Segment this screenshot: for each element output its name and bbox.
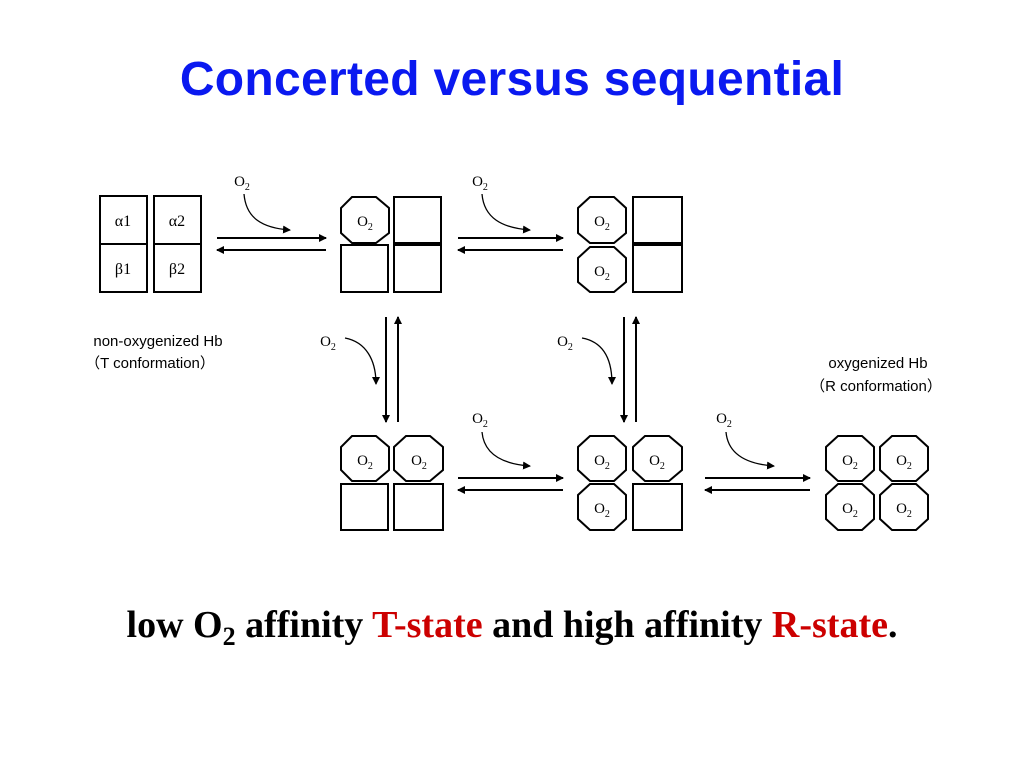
caption-t-state: T-state (372, 604, 483, 646)
caption-r-state: R-state (771, 604, 888, 646)
subunit-alpha1: α1 (115, 213, 131, 230)
o2-free-label: O2 (472, 174, 488, 193)
o2-free-label: O2 (557, 334, 573, 353)
o2-bound-label: O2 (842, 501, 858, 520)
o2-bound-label: O2 (896, 453, 912, 472)
slide-title: Concerted versus sequential (179, 53, 845, 106)
caption-part1: low O (126, 604, 223, 646)
o2-bound-label: O2 (594, 214, 610, 233)
o2-bound-label: O2 (411, 453, 427, 472)
caption-part3: and high affinity (482, 604, 772, 646)
subunit-beta2: β2 (169, 261, 185, 278)
subunit-alpha2: α2 (169, 213, 185, 230)
subunit-beta1: β1 (115, 261, 131, 278)
caption: low O2 affinity T-state and high affinit… (0, 603, 1024, 650)
label-deoxy-line1: non-oxygenized Hb (93, 333, 222, 350)
state-two-o2-row (340, 435, 444, 531)
o2-bound-label: O2 (896, 501, 912, 520)
o2-bound-label: O2 (594, 501, 610, 520)
o2-free-label: O2 (320, 334, 336, 353)
state-two-o2-column (577, 196, 683, 293)
o2-free-label: O2 (472, 411, 488, 430)
caption-part2: affinity (235, 604, 373, 646)
o2-free-label: O2 (716, 411, 732, 430)
state-one-o2 (340, 196, 442, 293)
o2-entry-arrows (243, 193, 775, 470)
o2-bound-label: O2 (357, 453, 373, 472)
o2-bound-label: O2 (842, 453, 858, 472)
caption-period: . (887, 604, 898, 646)
o2-bound-label: O2 (649, 453, 665, 472)
state-oxy-r (825, 435, 929, 531)
o2-bound-label: O2 (594, 453, 610, 472)
label-oxy-line1: oxygenized Hb (828, 355, 927, 372)
state-three-o2 (577, 435, 683, 531)
state-deoxy-t (99, 195, 202, 293)
o2-free-label: O2 (234, 174, 250, 193)
label-oxy-line2: （R conformation） (810, 378, 942, 395)
label-deoxy-line2: （T conformation） (85, 355, 215, 372)
equilibrium-arrows (216, 234, 811, 494)
o2-bound-label: O2 (594, 264, 610, 283)
caption-subscript: 2 (222, 622, 236, 651)
o2-bound-label: O2 (357, 214, 373, 233)
